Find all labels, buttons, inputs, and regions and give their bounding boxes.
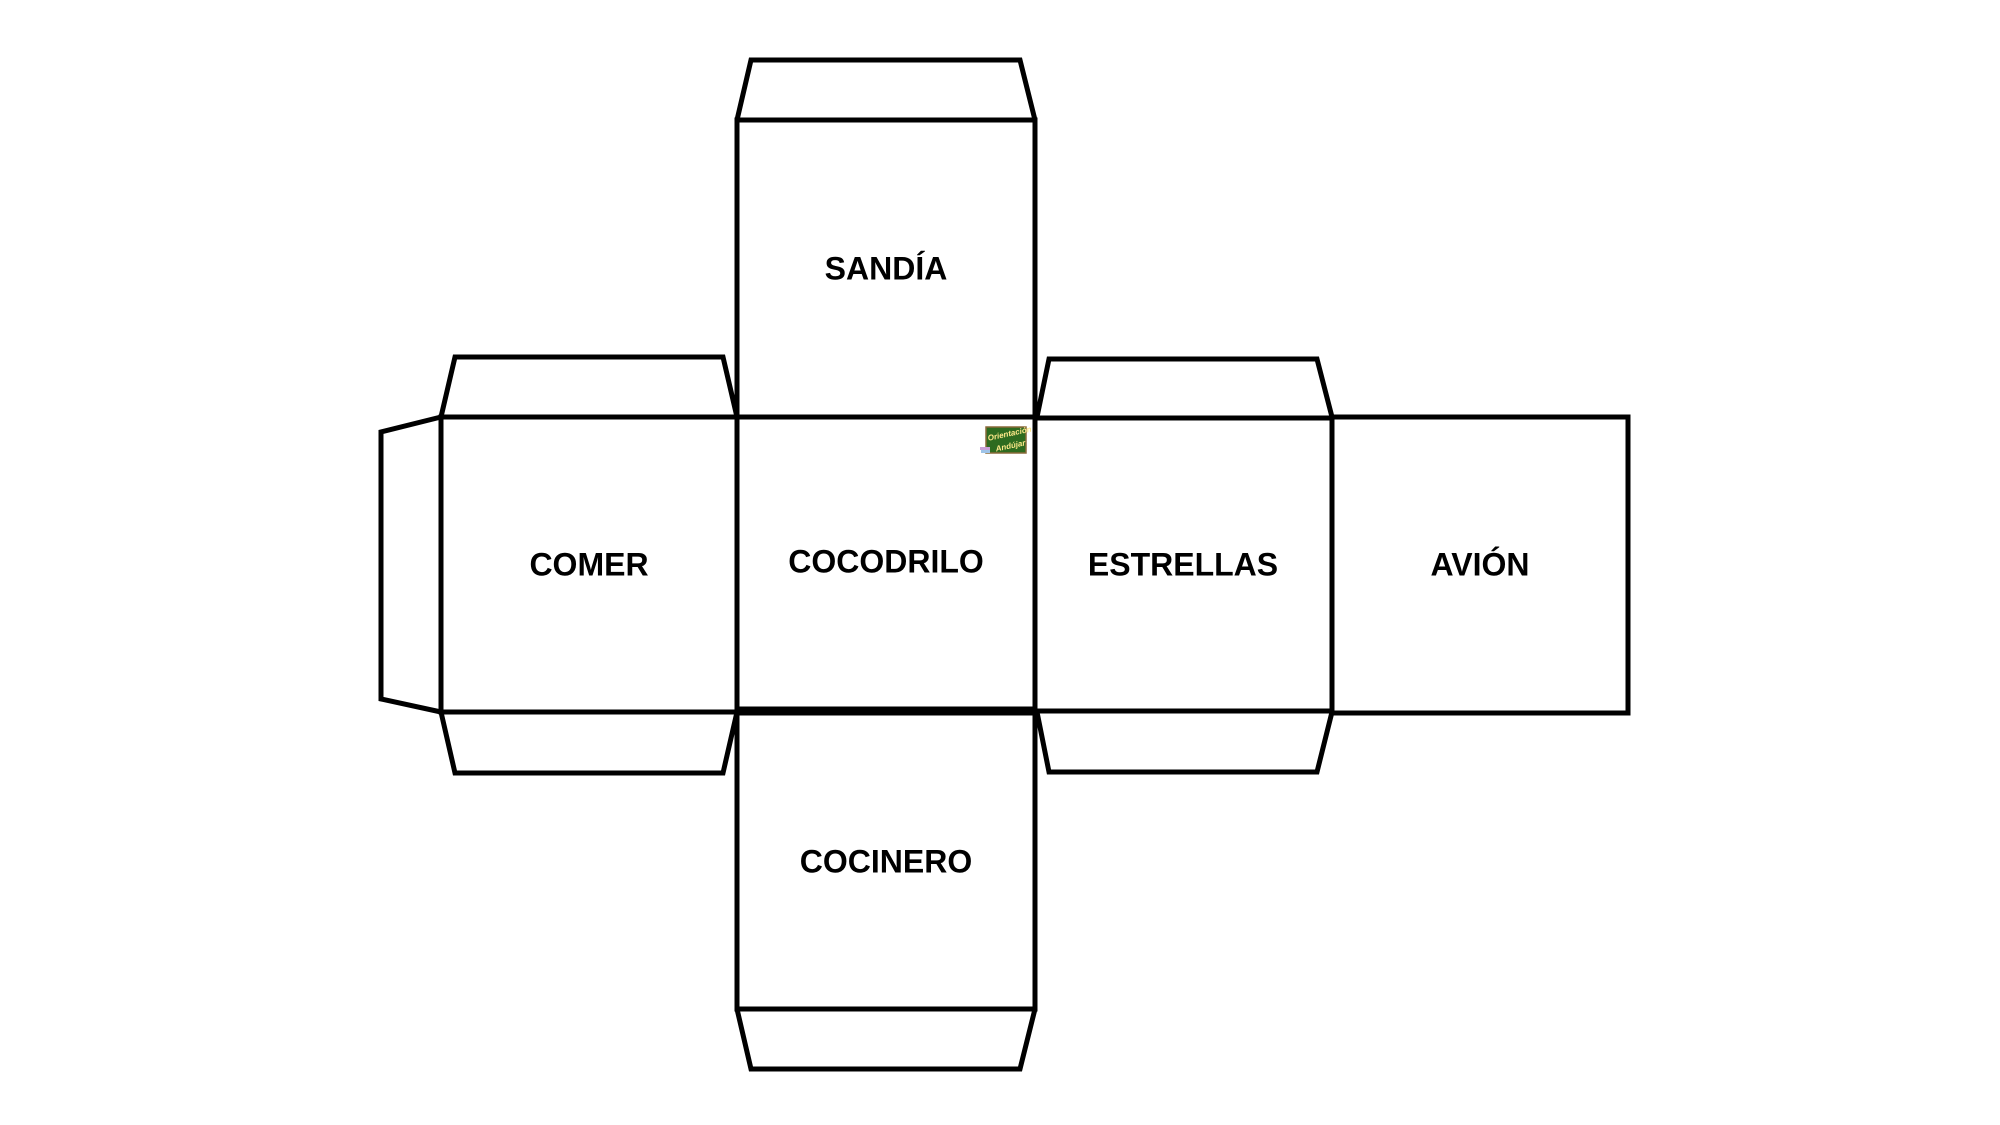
tab-estrellas-bottom <box>1034 711 1335 775</box>
tab-bottom <box>734 1008 1038 1072</box>
tab-comer-top <box>438 354 740 418</box>
tab-top <box>734 57 1038 121</box>
face-bottom <box>734 710 1038 1012</box>
tab-comer-bottom <box>438 711 740 776</box>
tab-estrellas-top <box>1034 356 1335 418</box>
label-far-right: AVIÓN <box>1431 546 1530 582</box>
tab-left <box>378 414 442 715</box>
label-left: COMER <box>529 546 648 582</box>
face-far-right <box>1329 414 1631 716</box>
orientacion-andujar-logo: Orientación Andújar <box>980 425 1032 454</box>
label-top: SANDÍA <box>825 250 948 286</box>
label-center: COCODRILO <box>788 543 984 579</box>
label-bottom: COCINERO <box>800 843 972 879</box>
label-right: ESTRELLAS <box>1088 546 1278 582</box>
